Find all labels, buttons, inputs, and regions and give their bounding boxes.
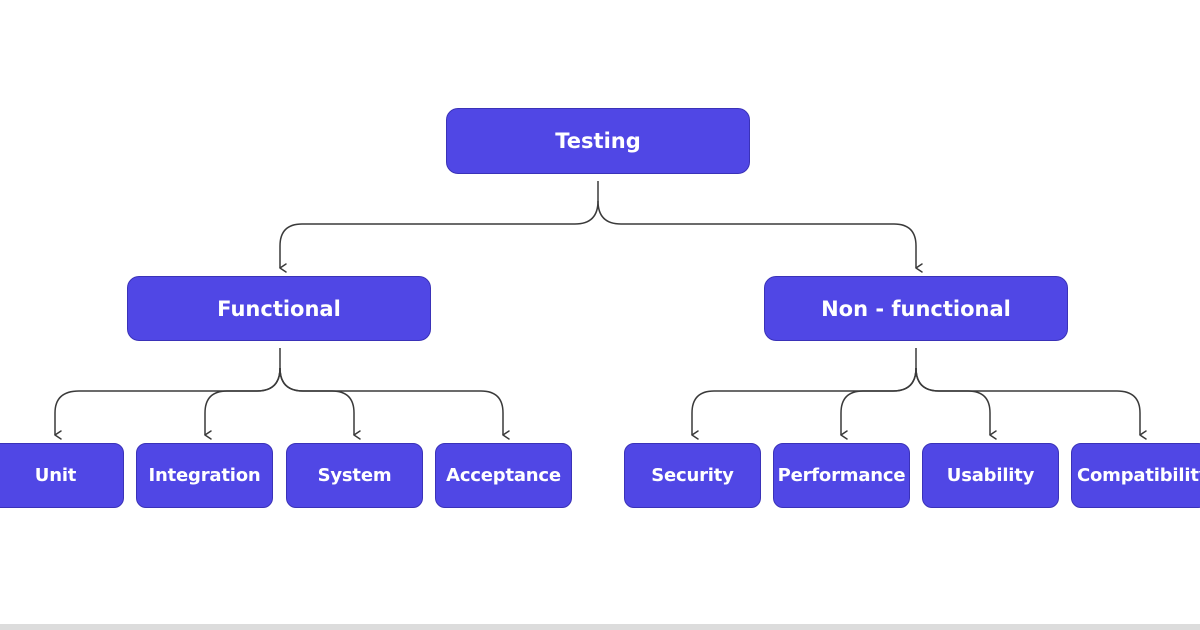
connector-functional-to-integration — [204, 367, 281, 440]
connector-nonfunctional-to-compatibility — [915, 367, 1147, 440]
connector-root-to-functional — [279, 200, 599, 273]
leaf-node-label: Compatibility — [1077, 465, 1200, 486]
connector-functional-to-system — [279, 367, 361, 440]
bottom-border — [0, 624, 1200, 630]
leaf-node-performance: Performance — [773, 443, 910, 508]
leaf-node-label: Usability — [946, 465, 1035, 486]
connector-root-to-nonfunctional — [597, 200, 923, 273]
connector-functional-to-acceptance — [279, 367, 510, 440]
connector-nonfunctional-to-usability — [915, 367, 997, 440]
category-node-label: Functional — [217, 296, 341, 321]
leaf-node-usability: Usability — [922, 443, 1059, 508]
root-node-testing: Testing — [446, 108, 750, 174]
connector-nonfunctional-to-security — [691, 367, 917, 440]
category-node-functional: Functional — [127, 276, 431, 341]
leaf-node-integration: Integration — [136, 443, 273, 508]
connector-nonfunctional-to-performance — [840, 367, 917, 440]
leaf-node-unit: Unit — [0, 443, 124, 508]
leaf-node-label: System — [317, 465, 392, 486]
leaf-node-label: Integration — [148, 465, 261, 486]
leaf-node-security: Security — [624, 443, 761, 508]
category-node-label: Non - functional — [821, 296, 1011, 321]
connector-functional-to-unit — [54, 367, 281, 440]
leaf-node-acceptance: Acceptance — [435, 443, 572, 508]
leaf-node-system: System — [286, 443, 423, 508]
leaf-node-compatibility: Compatibility — [1071, 443, 1200, 508]
leaf-node-label: Performance — [777, 465, 906, 486]
leaf-node-label: Acceptance — [446, 465, 561, 486]
leaf-node-label: Security — [651, 465, 734, 486]
root-node-label: Testing — [555, 129, 641, 153]
leaf-node-label: Unit — [34, 465, 77, 486]
category-node-non-functional: Non - functional — [764, 276, 1068, 341]
